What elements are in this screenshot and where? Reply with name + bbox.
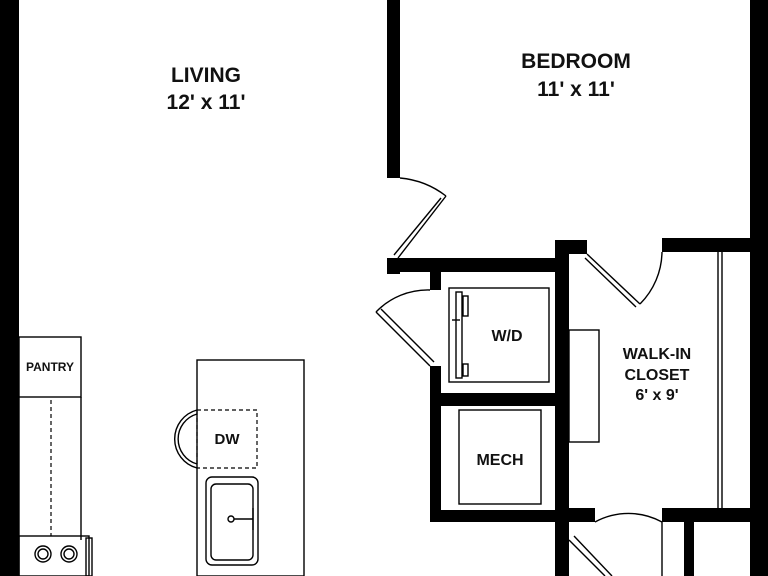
laundry	[448, 287, 550, 383]
wd-left-wall-top	[430, 258, 441, 290]
closet-door	[584, 251, 663, 308]
closet-bottom-wall-right	[662, 508, 750, 522]
mech-label: MECH	[476, 452, 523, 469]
dw-label: DW	[215, 431, 241, 448]
bedroom-size: 11' x 11'	[537, 78, 615, 101]
living-label: LIVING	[171, 64, 241, 87]
bedroom-left-wall	[387, 0, 400, 178]
lower-closet-door	[568, 512, 663, 576]
bedroom-bottom-wall-left	[387, 258, 557, 272]
pantry	[18, 336, 82, 398]
stove	[18, 535, 93, 576]
closet-fixtures	[568, 252, 723, 508]
bedroom-right-wall	[750, 0, 768, 576]
closet-label-line1: WALK-IN	[623, 346, 691, 363]
closet-bottom-wall-left	[555, 508, 595, 522]
closet-left-wall	[555, 240, 569, 576]
sink-outer	[205, 476, 259, 566]
living-size: 12' x 11'	[167, 91, 246, 114]
left-exterior-wall	[0, 0, 19, 576]
room-labels: LIVING 12' x 11' BEDROOM 11' x 11' WALK-…	[26, 50, 691, 469]
bedroom-bottom-wall-stub	[387, 258, 400, 274]
mech-unit	[458, 409, 542, 505]
closet-top-wall-right	[662, 238, 750, 252]
washer-dryer	[448, 287, 550, 383]
pantry-label: PANTRY	[26, 360, 74, 374]
mech-room	[458, 409, 542, 505]
wd-label: W/D	[491, 328, 522, 345]
bedroom-door	[393, 177, 447, 259]
dishwasher	[196, 409, 258, 469]
wd-left-wall-bottom	[430, 366, 441, 522]
kitchen-island	[173, 359, 305, 576]
bedroom-label: BEDROOM	[521, 50, 631, 73]
closet-shelf	[568, 329, 600, 443]
mech-bottom-wall	[430, 510, 569, 522]
lower-right-wall	[684, 508, 694, 576]
closet-label-line2: CLOSET	[625, 367, 690, 384]
wd-mech-divider	[430, 393, 560, 406]
closet-size: 6' x 9'	[635, 387, 678, 404]
wd-door	[375, 289, 435, 367]
doors	[375, 177, 663, 576]
